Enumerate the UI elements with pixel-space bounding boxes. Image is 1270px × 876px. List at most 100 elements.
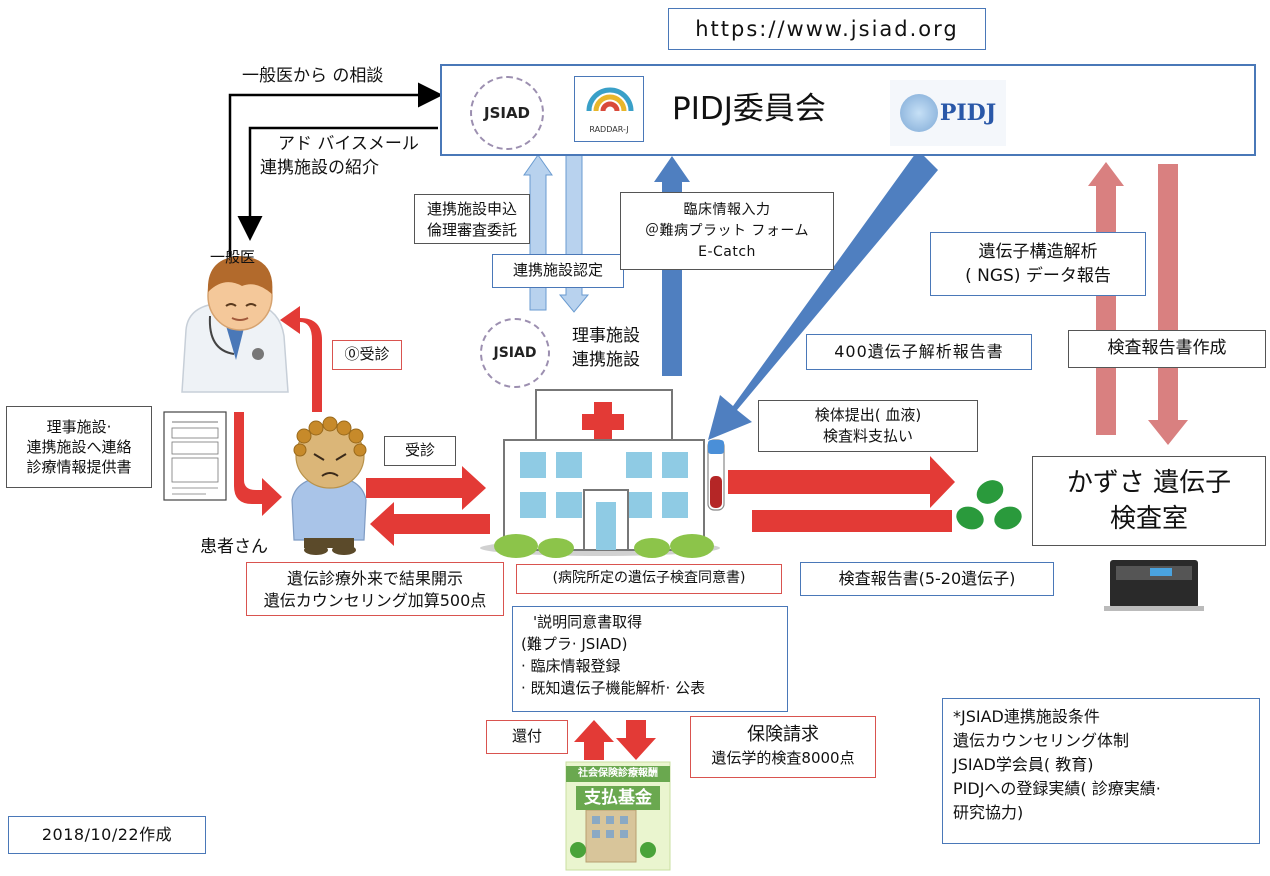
specimen-line1: 検体提出( 血液) <box>814 406 922 424</box>
disclosure-line2: 遺伝カウンセリング加算500点 <box>263 591 487 610</box>
visit0-text: ⓪受診 <box>344 345 390 363</box>
referral-curved-arrow <box>234 412 282 516</box>
visit-text: 受診 <box>404 441 435 459</box>
consent-form-box: (病院所定の遺伝子検査同意書) <box>516 564 782 594</box>
consult-label: 一般医から の相談 <box>242 66 384 86</box>
fund-line2: 支払基金 <box>576 786 660 810</box>
referral-line3: 診療情報提供書 <box>26 458 132 476</box>
lab-report-bar <box>752 510 952 532</box>
raddar-arcs-icon <box>586 87 634 112</box>
date-text: 2018/10/22作成 <box>41 825 173 844</box>
apply-line1: 連携施設申込 <box>426 200 517 218</box>
referral-line2: 連携施設へ連絡 <box>26 438 132 456</box>
consent-form-text: (病院所定の遺伝子検査同意書) <box>552 570 746 586</box>
report400-diagonal-arrow <box>708 150 938 440</box>
url-text[interactable]: https://www.jsiad.org <box>695 17 959 41</box>
apply-line2: 倫理審査委託 <box>426 221 517 239</box>
fund-line1: 社会保険診療報酬 <box>566 766 670 782</box>
gp-label: 一般医 <box>210 248 256 266</box>
visit0-box: ⓪受診 <box>332 340 402 370</box>
sequencer-icon <box>1104 560 1204 611</box>
insurance-detail: 遺伝学的検査8000点 <box>711 749 855 767</box>
visit0-curved-arrow <box>280 306 322 412</box>
patient-label: 患者さん <box>200 537 268 557</box>
referral-line1: 理事施設· <box>46 418 112 436</box>
conditions-line5: 研究協力) <box>953 803 1024 822</box>
ngs-line2: ( NGS) データ報告 <box>965 266 1111 286</box>
hospital-icon <box>480 389 725 558</box>
clinical-line1: 臨床情報入力 <box>683 202 771 218</box>
conditions-line2: 遺伝カウンセリング体制 <box>953 731 1130 750</box>
committee-box <box>440 64 1256 156</box>
ngs-up-arrow <box>1088 162 1124 435</box>
pidj-logo-globe-icon <box>899 94 938 132</box>
explain-line1: '説明同意書取得 <box>533 613 643 631</box>
advice-line1: アド バイスメール <box>278 134 419 154</box>
refund-box: 還付 <box>486 720 568 754</box>
advice-line2: 連携施設の紹介 <box>260 158 379 178</box>
facility-line2: 連携施設 <box>572 350 640 370</box>
approve-down-arrow <box>558 154 590 313</box>
specimen-line2: 検査料支払い <box>822 427 913 445</box>
raddar-logo-text: RADDAR-J <box>589 125 629 134</box>
raddar-logo: RADDAR-J <box>574 76 644 142</box>
insurance-down-arrow <box>616 720 656 760</box>
kazusa-leaf-icon <box>956 480 1022 530</box>
report-down-arrow <box>1148 164 1188 445</box>
conditions-line3: JSIAD学会員( 教育) <box>953 755 1094 774</box>
refund-up-arrow <box>574 720 614 760</box>
lab-report-text: 検査報告書(5-20遺伝子) <box>838 569 1016 588</box>
patient-to-hospital-arrow <box>366 466 486 510</box>
advice-label: アド バイスメール 連携施設の紹介 <box>260 132 419 180</box>
facility-label: 理事施設 連携施設 <box>572 324 640 372</box>
explain-line2: (難プラ· JSIAD) <box>521 635 628 653</box>
report-create-text: 検査報告書作成 <box>1107 338 1227 358</box>
apply-box: 連携施設申込 倫理審査委託 <box>414 194 530 244</box>
ngs-box: 遺伝子構造解析 ( NGS) データ報告 <box>930 232 1146 296</box>
committee-title: PIDJ委員会 <box>672 91 826 127</box>
refund-text: 還付 <box>511 727 542 745</box>
conditions-line1: *JSIAD連携施設条件 <box>953 707 1100 726</box>
pidj-logo-text: PIDJ <box>939 100 997 126</box>
lab-report-box: 検査報告書(5-20遺伝子) <box>800 562 1054 596</box>
jsiad-logo: JSIAD <box>470 76 544 150</box>
specimen-arrow <box>728 456 955 508</box>
hospital-to-patient-arrow <box>370 502 490 546</box>
doctor-icon <box>181 256 289 393</box>
referral-document-icon <box>163 411 227 501</box>
explain-box: '説明同意書取得 (難プラ· JSIAD) · 臨床情報登録 · 既知遺伝子機能… <box>512 606 788 712</box>
lab-line1: かずさ 遺伝子 <box>1066 468 1232 498</box>
disclosure-line1: 遺伝診療外来で結果開示 <box>286 569 463 588</box>
visit-box: 受診 <box>384 436 456 466</box>
referral-box: 理事施設· 連携施設へ連絡 診療情報提供書 <box>6 406 152 488</box>
consult-arrow <box>228 82 443 260</box>
jsiad-logo-text: JSIAD <box>483 104 531 122</box>
patient-icon <box>291 416 367 555</box>
explain-line4: · 既知遺伝子機能解析· 公表 <box>521 679 706 697</box>
clinical-line2: ＠難病プラット フォーム <box>644 223 810 239</box>
ngs-line1: 遺伝子構造解析 <box>978 242 1098 262</box>
facility-jsiad-logo: JSIAD <box>480 318 550 388</box>
lab-box: かずさ 遺伝子 検査室 <box>1032 456 1266 546</box>
clinical-box: 臨床情報入力 ＠難病プラット フォーム E-Catch <box>620 192 834 270</box>
report-create-box: 検査報告書作成 <box>1068 330 1266 368</box>
approve-box: 連携施設認定 <box>492 254 624 288</box>
insurance-title: 保険請求 <box>747 724 819 745</box>
conditions-line4: PIDJへの登録実績( 診療実績· <box>953 779 1161 798</box>
insurance-box: 保険請求 遺伝学的検査8000点 <box>690 716 876 778</box>
fund-label: 社会保険診療報酬 支払基金 <box>566 766 670 810</box>
advice-arrow <box>237 126 438 241</box>
disclosure-box: 遺伝診療外来で結果開示 遺伝カウンセリング加算500点 <box>246 562 504 616</box>
report400-box: 400遺伝子解析報告書 <box>806 334 1032 370</box>
specimen-box: 検体提出( 血液) 検査料支払い <box>758 400 978 452</box>
pidj-logo: PIDJ <box>890 80 1006 146</box>
lab-line2: 検査室 <box>1109 504 1188 534</box>
facility-line1: 理事施設 <box>572 326 640 346</box>
conditions-box: *JSIAD連携施設条件 遺伝カウンセリング体制 JSIAD学会員( 教育) P… <box>942 698 1260 844</box>
report400-text: 400遺伝子解析報告書 <box>834 342 1004 361</box>
facility-jsiad-logo-text: JSIAD <box>493 345 537 361</box>
approve-text: 連携施設認定 <box>512 261 603 279</box>
explain-line3: · 臨床情報登録 <box>521 657 621 675</box>
date-box: 2018/10/22作成 <box>8 816 206 854</box>
url-box[interactable]: https://www.jsiad.org <box>668 8 986 50</box>
